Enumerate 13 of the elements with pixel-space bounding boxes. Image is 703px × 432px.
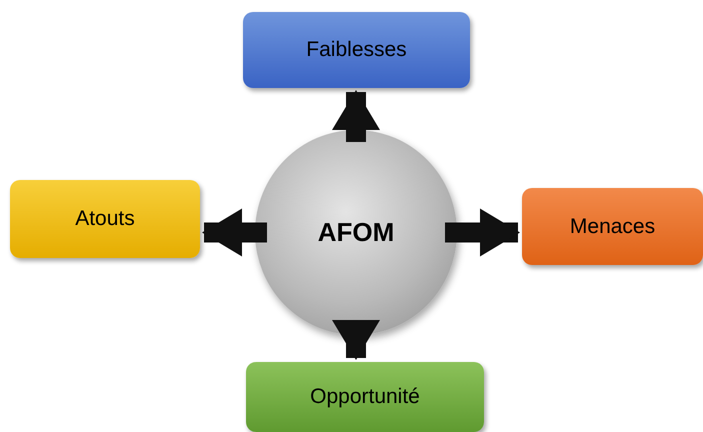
node-label: Faiblesses <box>306 38 407 62</box>
process-box <box>243 12 470 88</box>
node-label: Opportunité <box>310 385 420 409</box>
arrow <box>332 90 380 142</box>
arrow <box>202 208 267 256</box>
arrow <box>332 320 380 360</box>
node-label: Menaces <box>570 214 656 238</box>
process-box <box>10 180 200 258</box>
process-box <box>522 188 703 265</box>
node-label: AFOM <box>318 217 394 248</box>
arrow <box>445 208 520 256</box>
process-box <box>246 362 484 432</box>
node-label: Atouts <box>75 207 135 231</box>
